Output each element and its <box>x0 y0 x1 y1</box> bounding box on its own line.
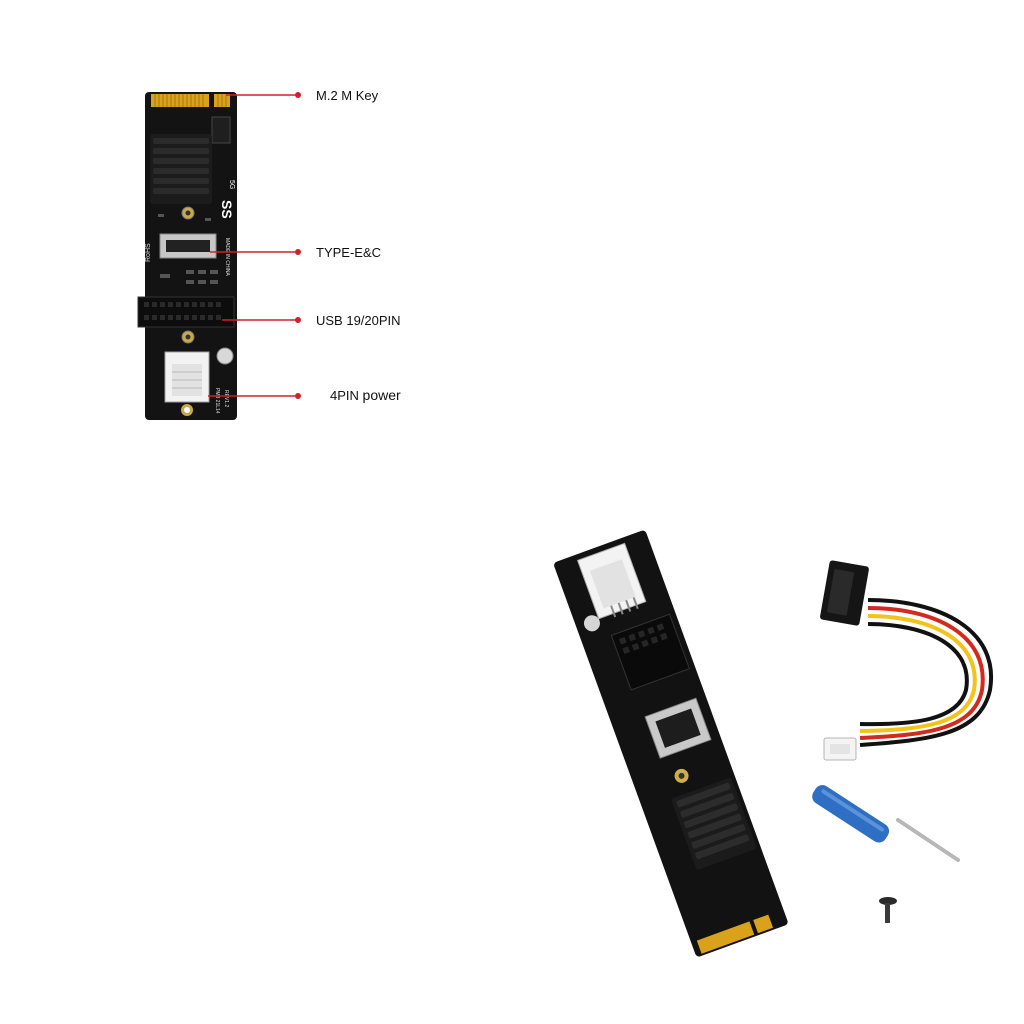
smd-components <box>158 214 218 284</box>
rev-marking: REV1.2 <box>223 390 229 407</box>
speed-marking: 5G <box>228 180 235 189</box>
callout-4pin-suffix: power <box>362 387 401 403</box>
callout-lines <box>208 94 298 397</box>
mounting-screw <box>879 897 897 923</box>
sata-power-cable <box>820 560 994 761</box>
usb-20pin-header <box>137 296 235 328</box>
gold-fingers <box>151 94 230 107</box>
ss-logo: SS <box>219 200 235 219</box>
heatsink <box>150 134 212 204</box>
controller-chip <box>211 116 231 144</box>
type-e-connector <box>159 233 217 259</box>
rohs-marking: RoHS <box>145 243 152 262</box>
card-front-view: SS 5G RoHS MADE IN CHINA <box>137 92 237 420</box>
callout-dots <box>295 92 301 399</box>
capacitor <box>216 347 234 365</box>
callout-4pin-power: 4PIN power <box>330 387 401 403</box>
model-marking: PM8 21L14 <box>214 388 220 414</box>
callout-m2-m-key: M.2 M Key <box>316 88 379 103</box>
card-angled-view <box>554 530 788 957</box>
4pin-power-connector <box>164 351 210 403</box>
screwdriver <box>812 785 960 862</box>
callout-4pin-prefix: 4PIN <box>330 388 359 403</box>
callout-usb-19-20pin: USB 19/20PIN <box>316 313 401 328</box>
made-in-marking: MADE IN CHINA <box>224 238 230 276</box>
callout-type-e-c: TYPE-E&C <box>316 245 382 260</box>
